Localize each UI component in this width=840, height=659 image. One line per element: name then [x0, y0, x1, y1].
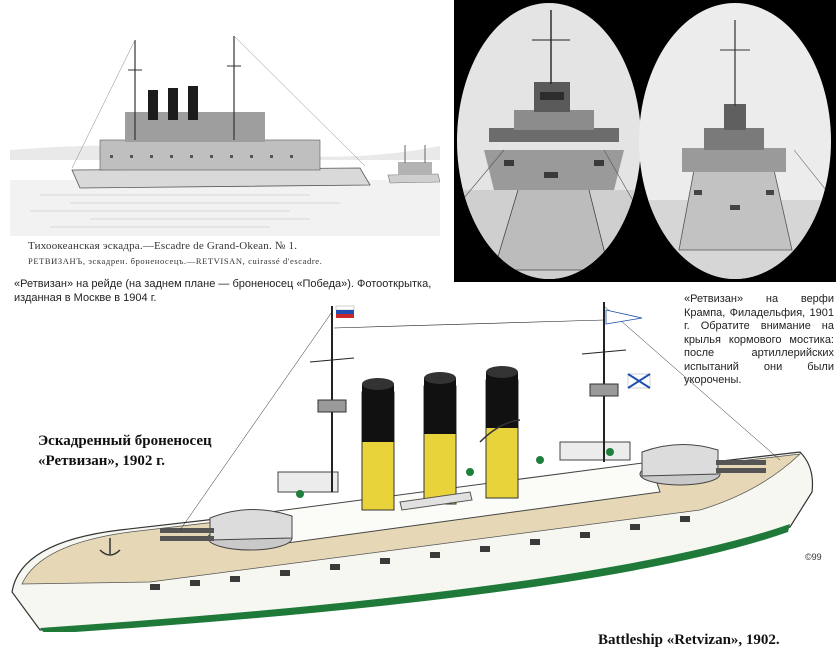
aft-turret — [639, 443, 766, 486]
retvizan-ship-silhouette — [71, 35, 371, 189]
postcard-photo-caption: «Ретвизан» на рейде (на заднем плане — б… — [14, 278, 432, 304]
flags — [335, 305, 651, 389]
funnels — [361, 366, 519, 511]
shipyard-photo-caption: «Ретвизан» на верфи Крампа, Филадельфия,… — [684, 293, 834, 386]
forward-turret — [160, 509, 293, 551]
artist-signature: ©99 — [805, 552, 822, 562]
postcard-caption-line2: РЕТВИЗАНЪ, эскадрен. броненосецъ.—RETVIS… — [28, 256, 323, 266]
illustration-title-ru-line2: «Ретвизан», 1902 г. — [38, 453, 166, 469]
illustration-title-ru-line1: Эскадренный броненосец — [38, 433, 212, 449]
illustration-title-en: Battleship «Retvizan», 1902. — [598, 632, 780, 648]
postcard-photo-image — [10, 0, 441, 236]
shipyard-photos-image — [454, 0, 836, 282]
bow-view-photo — [457, 3, 641, 279]
illustration-title-ru: Эскадренный броненосец «Ретвизан», 1902 … — [38, 431, 212, 471]
ship-illustration — [0, 292, 840, 634]
postcard-photo — [10, 0, 441, 236]
shipyard-photos-panel — [454, 0, 836, 282]
ship-illustration-drawing — [11, 302, 814, 634]
waterline-stripe — [40, 524, 790, 634]
postcard-caption-line1: Тихоокеанская эскадра.—Escadre de Grand-… — [28, 240, 298, 252]
